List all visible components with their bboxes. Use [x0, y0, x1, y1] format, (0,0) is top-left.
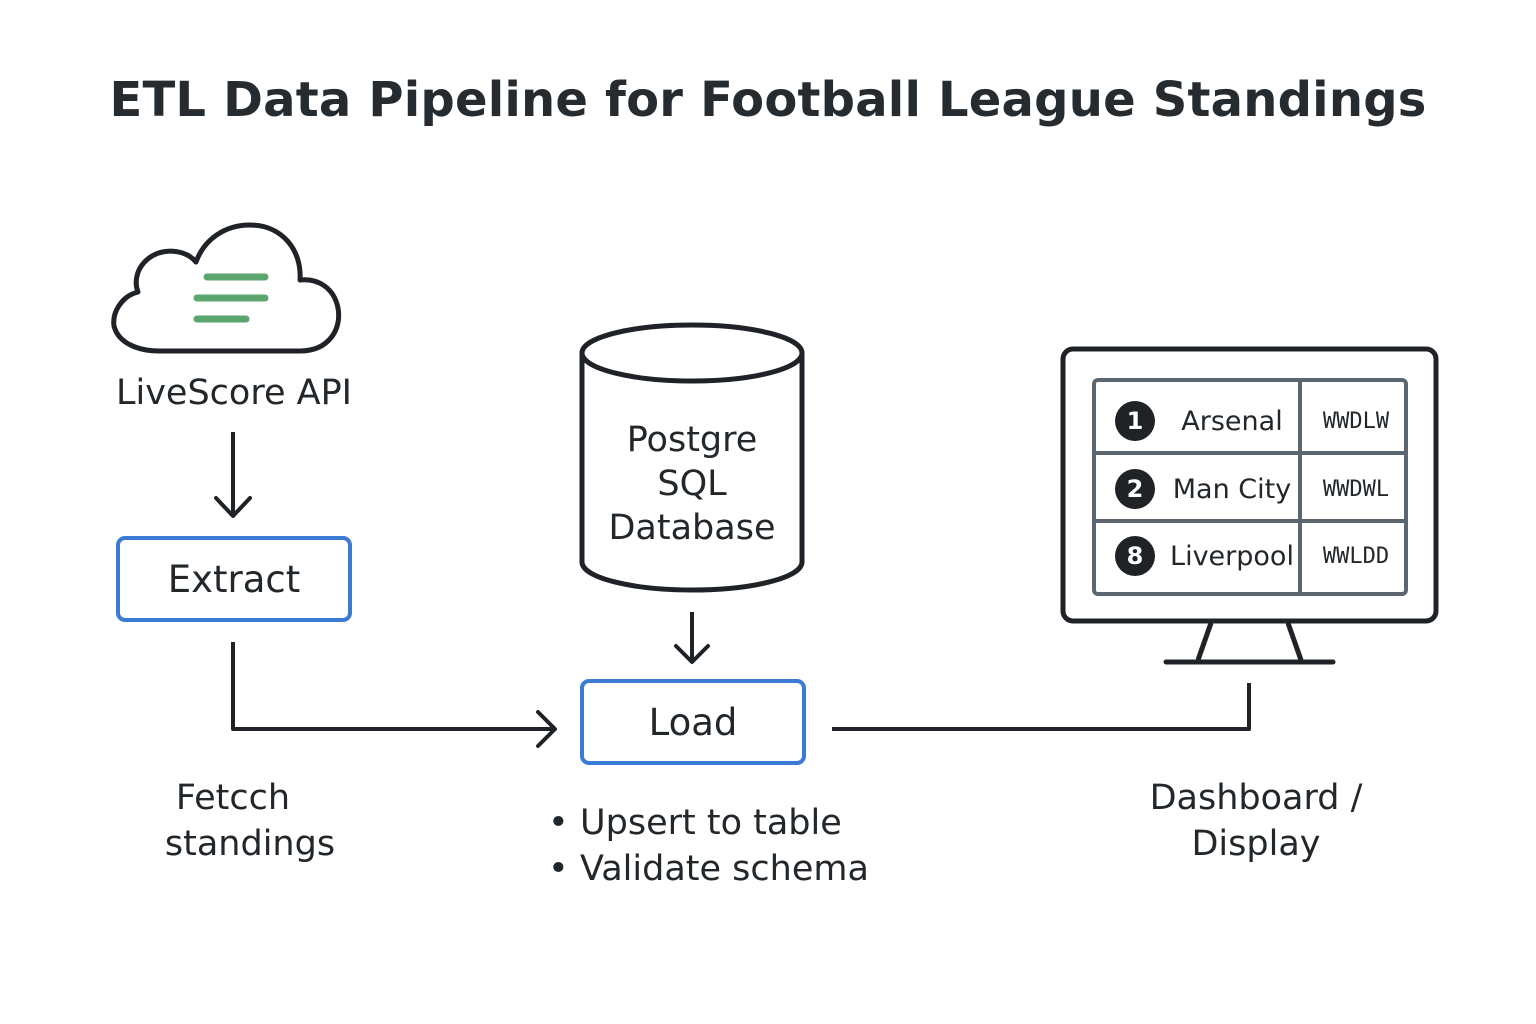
page-title: ETL Data Pipeline for Football League St… — [109, 72, 1427, 128]
arrow-api-to-extract — [214, 432, 252, 518]
arrow-extract-to-load — [231, 642, 557, 748]
standings-table: 1 Arsenal WWDLW 2 Man City WWDWL 8 Liver… — [1092, 378, 1408, 596]
load-label: Load — [648, 700, 738, 744]
extract-label: Extract — [167, 557, 301, 601]
team-name: Man City — [1172, 473, 1292, 505]
team-name: Arsenal — [1181, 405, 1283, 437]
load-bullet-upsert: Upsert to table — [548, 800, 869, 846]
extract-box: Extract — [116, 536, 352, 622]
cloud-api-icon — [111, 222, 342, 354]
standings-row: 1 Arsenal WWDLW — [1096, 388, 1404, 454]
extract-caption-line1: Fetcch — [175, 778, 291, 818]
database-label-line3: Database — [608, 508, 776, 548]
monitor-icon — [1060, 346, 1439, 665]
database-cylinder-icon — [579, 322, 805, 593]
dashboard-caption-line2: Display — [1191, 824, 1321, 864]
dashboard-caption-line1: Dashboard / — [1149, 778, 1363, 818]
rank-badge: 2 — [1115, 469, 1155, 509]
team-form: WWDLW — [1322, 408, 1390, 434]
extract-caption: Fetcch standings — [130, 775, 370, 867]
database-label: Postgre SQL Database — [582, 418, 802, 550]
extract-caption-line2: standings — [164, 824, 336, 864]
rank-badge: 1 — [1115, 401, 1155, 441]
rank-badge: 8 — [1115, 536, 1155, 576]
load-bullet-validate: Validate schema — [548, 846, 869, 892]
standings-row: 2 Man City WWDWL — [1096, 456, 1404, 522]
database-label-line2: SQL — [657, 464, 727, 504]
standings-row: 8 Liverpool WWLDD — [1096, 523, 1404, 589]
team-form: WWLDD — [1322, 543, 1390, 569]
standings-grid — [1096, 382, 1404, 592]
source-label: LiveScore API — [116, 373, 352, 413]
load-box: Load — [580, 679, 806, 765]
team-form: WWDWL — [1322, 476, 1390, 502]
database-label-line1: Postgre — [626, 420, 758, 460]
team-name: Liverpool — [1170, 540, 1294, 572]
dashboard-caption: Dashboard / Display — [1116, 775, 1396, 867]
load-bullets: Upsert to table Validate schema — [548, 800, 869, 892]
connector-load-to-dashboard — [832, 683, 1251, 731]
arrow-database-to-load — [674, 612, 710, 664]
